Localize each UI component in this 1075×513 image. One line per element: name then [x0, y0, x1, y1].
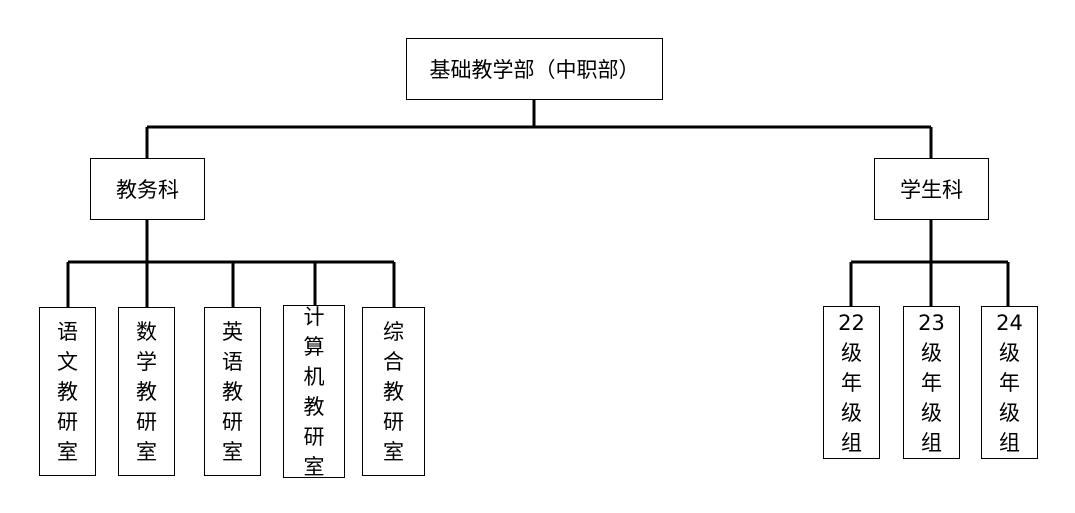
vertical-char: 综 [383, 319, 404, 344]
node-root: 基础教学部（中职部） [406, 38, 663, 100]
vertical-char: 研 [303, 424, 325, 449]
vertical-char: 级 [999, 340, 1020, 365]
vertical-char: 教 [57, 379, 78, 404]
node-office-computer: 计算机教研室 [283, 304, 345, 479]
vertical-char: 级 [841, 400, 862, 425]
vertical-char: 语 [57, 319, 78, 344]
vertical-char: 研 [222, 409, 243, 434]
vertical-char: 22 [838, 310, 865, 335]
vertical-char: 合 [383, 349, 404, 374]
vertical-char: 24 [996, 310, 1023, 335]
vertical-char: 级 [999, 400, 1020, 425]
node-dept-academic-label: 教务科 [116, 178, 179, 202]
vertical-char: 算 [303, 334, 325, 359]
vertical-char: 室 [57, 439, 78, 464]
vertical-char: 组 [999, 430, 1020, 455]
vertical-char: 23 [918, 310, 945, 335]
node-office-general: 综合教研室 [362, 307, 425, 476]
node-root-label: 基础教学部（中职部） [429, 58, 640, 82]
vertical-char: 学 [136, 349, 157, 374]
vertical-char: 组 [841, 430, 862, 455]
node-office-english: 英语教研室 [204, 307, 261, 476]
vertical-char: 级 [921, 400, 942, 425]
vertical-char: 数 [136, 319, 157, 344]
node-dept-student-label: 学生科 [900, 178, 963, 202]
vertical-char: 年 [921, 370, 942, 395]
vertical-char: 教 [383, 379, 404, 404]
node-dept-student: 学生科 [874, 158, 989, 220]
vertical-char: 文 [57, 349, 78, 374]
vertical-char: 室 [222, 439, 243, 464]
vertical-char: 机 [303, 364, 325, 389]
vertical-char: 研 [57, 409, 78, 434]
vertical-char: 计 [303, 304, 325, 329]
vertical-char: 级 [841, 340, 862, 365]
vertical-char: 语 [222, 349, 243, 374]
vertical-char: 年 [999, 370, 1020, 395]
node-office-chinese: 语文教研室 [39, 307, 96, 476]
vertical-char: 教 [303, 394, 325, 419]
vertical-char: 英 [222, 319, 243, 344]
vertical-char: 室 [383, 439, 404, 464]
node-office-math: 数学教研室 [118, 307, 175, 476]
vertical-char: 教 [222, 379, 243, 404]
vertical-char: 室 [136, 439, 157, 464]
node-dept-academic: 教务科 [90, 158, 205, 220]
vertical-char: 年 [841, 370, 862, 395]
vertical-char: 研 [383, 409, 404, 434]
vertical-char: 组 [921, 430, 942, 455]
vertical-char: 室 [303, 454, 325, 479]
vertical-char: 级 [921, 340, 942, 365]
vertical-char: 研 [136, 409, 157, 434]
vertical-char: 教 [136, 379, 157, 404]
